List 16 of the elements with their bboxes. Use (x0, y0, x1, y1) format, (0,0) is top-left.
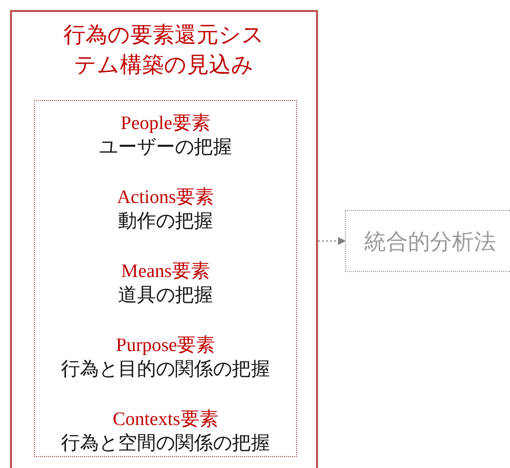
method-box (345, 210, 510, 272)
element-description: 道具の把握 (118, 284, 213, 308)
element-heading: Actions要素 (116, 186, 214, 210)
element-description: ユーザーの把握 (99, 136, 232, 160)
element-heading: Contexts要素 (112, 408, 218, 432)
method-label: 統合的分析法 (364, 228, 496, 256)
element-description: 行為と空間の関係の把握 (61, 432, 270, 456)
box-title: 行為の要素還元システム構築の見込み (62, 21, 266, 79)
element-description: 動作の把握 (118, 210, 213, 234)
dotted-box (34, 100, 297, 457)
element-heading: Purpose要素 (116, 334, 216, 358)
outer-box (10, 10, 318, 468)
dotted-arrow (318, 237, 346, 245)
element-heading: People要素 (120, 112, 210, 136)
element-description: 行為と目的の関係の把握 (61, 358, 270, 382)
element-heading: Means要素 (121, 260, 210, 284)
